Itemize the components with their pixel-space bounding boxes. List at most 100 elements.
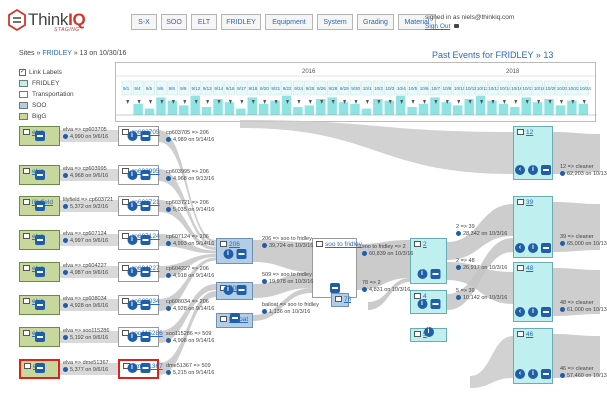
railcar-node[interactable]: cp603995i [118, 165, 160, 185]
collapse-icon[interactable] [34, 267, 45, 277]
info-dot-icon[interactable] [166, 176, 171, 181]
collapse-icon[interactable] [140, 363, 150, 373]
timeline-date-label[interactable]: 10/22 [568, 86, 580, 91]
flow-link[interactable] [470, 336, 513, 388]
timeline-date-label[interactable]: 9/1 [123, 86, 130, 91]
collapse-icon[interactable] [236, 249, 246, 259]
transport-node-soo-to-fridley[interactable]: soo to fridley [312, 238, 362, 298]
flow-link[interactable] [159, 130, 216, 243]
info-icon[interactable]: i [127, 363, 137, 373]
flow-link[interactable] [60, 200, 118, 212]
source-node-elva[interactable]: elva [19, 262, 60, 282]
timeline-day-cell[interactable] [144, 80, 155, 96]
timeline-date-label[interactable]: 10/13 [488, 86, 500, 91]
timeline-date-label[interactable]: 10/3 [386, 86, 395, 91]
timeline-day-cell[interactable] [190, 80, 201, 96]
timeline-date-label[interactable]: 9/30 [351, 86, 360, 91]
node-name[interactable]: 2 [423, 241, 427, 248]
soo-node-78[interactable]: 78 [331, 293, 351, 307]
fridley-node[interactable]: 5i [410, 327, 447, 342]
nav-s-x[interactable]: S-X [131, 14, 157, 30]
flow-link[interactable] [159, 169, 216, 247]
timeline-day-cell[interactable] [429, 80, 441, 96]
timeline-date-label[interactable]: 10/16 [511, 86, 523, 91]
timeline-day-cell[interactable] [167, 80, 178, 96]
node-name[interactable]: 48 [526, 265, 534, 272]
flow-link[interactable] [60, 169, 118, 181]
timeline-date-label[interactable]: 9/18 [249, 86, 258, 91]
info-dot-icon[interactable] [166, 370, 171, 375]
timeline-date-label[interactable]: 10/6 [420, 86, 429, 91]
railcar-node[interactable]: cp608034i [118, 295, 160, 315]
collapse-icon[interactable] [236, 285, 246, 295]
back-arrow-icon[interactable]: ‹ [515, 243, 525, 253]
info-dot-icon[interactable] [63, 270, 68, 275]
node-name-link[interactable]: 2 [414, 241, 427, 248]
node-name-link[interactable]: 78 [335, 296, 351, 303]
timeline-day-cell[interactable] [532, 80, 544, 96]
node-name-link[interactable]: 4 [414, 293, 427, 300]
timeline-date-label[interactable]: 9/24 [294, 86, 303, 91]
info-dot-icon[interactable] [262, 309, 267, 314]
nav-elt[interactable]: ELT [191, 14, 217, 30]
timeline-date-label[interactable]: 10/24 [580, 86, 592, 91]
railcar-node[interactable]: cp603705i [118, 126, 160, 146]
timeline-date-label[interactable]: 10/8 [443, 86, 452, 91]
node-name-link[interactable]: 48 [517, 265, 533, 272]
node-name[interactable]: 206 [229, 241, 240, 248]
timeline-day-cell[interactable] [304, 80, 315, 96]
timeline-day-cell[interactable] [361, 80, 372, 96]
timeline-date-label[interactable]: 10/4 [397, 86, 406, 91]
info-icon[interactable]: i [127, 131, 137, 141]
flow-link[interactable] [553, 334, 600, 378]
timeline-day-cell[interactable] [224, 80, 235, 96]
nav-material[interactable]: Material [398, 14, 436, 30]
node-name[interactable]: 12 [526, 129, 534, 136]
timeline-day-cell[interactable] [475, 80, 487, 96]
timeline-day-cell[interactable] [544, 80, 555, 96]
info-dot-icon[interactable] [262, 243, 267, 248]
breadcrumb-root[interactable]: Sites [19, 50, 35, 57]
info-dot-icon[interactable] [63, 335, 68, 340]
timeline-date-label[interactable]: 10/17 [523, 86, 535, 91]
info-dot-icon[interactable] [166, 306, 171, 311]
info-dot-icon[interactable] [362, 287, 367, 292]
timeline-date-label[interactable]: 9/28 [328, 86, 337, 91]
node-name-link[interactable]: 12 [517, 129, 533, 136]
timeline-day-cell[interactable] [487, 80, 498, 96]
collapse-icon[interactable] [34, 170, 45, 180]
timeline-date-label[interactable]: 10/14 [500, 86, 512, 91]
flow-link[interactable] [159, 291, 216, 375]
info-dot-icon[interactable] [362, 251, 367, 256]
railcar-node[interactable]: dme51367i [118, 359, 163, 379]
flow-link[interactable] [447, 238, 513, 310]
timeline-day-cell[interactable] [464, 80, 475, 96]
info-dot-icon[interactable] [63, 303, 68, 308]
flow-link[interactable] [60, 130, 118, 142]
flow-link[interactable] [60, 331, 118, 343]
timeline-date-label[interactable]: 9/9 [180, 86, 187, 91]
info-dot-icon[interactable] [63, 134, 68, 139]
collapse-icon[interactable] [541, 243, 551, 253]
source-node-elva[interactable]: elva [19, 230, 60, 250]
timeline-date-label[interactable]: 9/6 [157, 86, 164, 91]
timeline-day-cell[interactable] [121, 80, 133, 96]
timeline-day-cell[interactable] [201, 80, 213, 96]
railcar-node[interactable]: soo115286i [118, 327, 163, 347]
source-node-lillyfield[interactable]: lillyfield [19, 196, 60, 216]
timeline-day-cell[interactable] [281, 80, 292, 96]
timeline-date-label[interactable]: 9/13 [203, 86, 212, 91]
timeline-date-label[interactable]: 9/14 [214, 86, 223, 91]
info-dot-icon[interactable] [63, 367, 68, 372]
flow-link[interactable] [60, 234, 118, 246]
flow-link[interactable] [553, 268, 600, 316]
flow-link[interactable] [357, 240, 410, 290]
link-labels-toggle[interactable]: ✓ Link Labels [19, 67, 74, 78]
info-icon[interactable]: i [528, 165, 538, 175]
